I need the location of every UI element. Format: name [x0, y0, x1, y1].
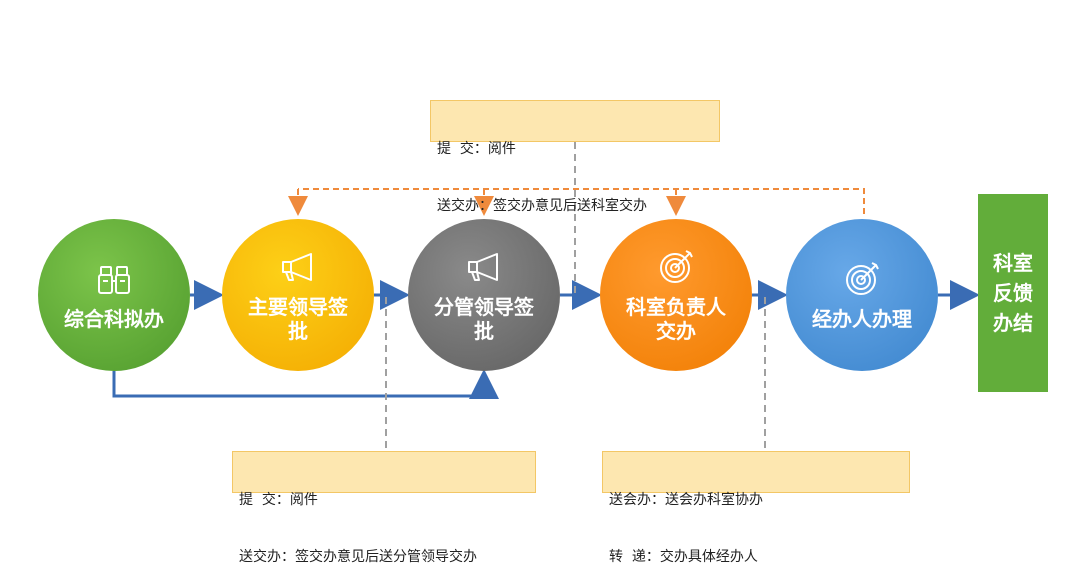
final-step-label: 科室反馈办结: [993, 251, 1033, 335]
binoculars-icon: [98, 266, 130, 294]
node-fenguan-lingdao-qianpi: 分管领导签批: [408, 219, 560, 371]
target-icon: [846, 262, 879, 295]
node-label: 综合科拟办: [64, 307, 164, 331]
note-top-line1: 提 交：阅件: [437, 141, 516, 157]
note-left-line1: 提 交：阅件: [239, 492, 318, 508]
node-zonghe-ke-niban: 综合科拟办: [38, 219, 190, 371]
target-icon: [660, 250, 693, 283]
node-keshi-fuzeren-jiaoban: 科室负责人交办: [600, 219, 752, 371]
note-top: 提 交：阅件 送交办：签交办意见后送科室交办: [430, 100, 720, 214]
node-label: 分管领导签批: [434, 295, 534, 343]
note-right-line2: 转 递：交办具体经办人: [609, 549, 758, 565]
note-left-line2: 送交办：签交办意见后送分管领导交办: [239, 549, 477, 565]
note-left: 提 交：阅件 送交办：签交办意见后送分管领导交办: [232, 451, 536, 565]
note-right: 送会办：送会办科室协办 转 递：交办具体经办人: [602, 451, 910, 565]
megaphone-icon: [282, 253, 312, 281]
node-label: 经办人办理: [812, 307, 912, 331]
node-jingbanren-banli: 经办人办理: [786, 219, 938, 371]
note-right-line1: 送会办：送会办科室协办: [609, 492, 763, 508]
node-label: 主要领导签批: [248, 295, 348, 343]
feedback-line: [298, 188, 865, 214]
node-zhuyao-lingdao-qianpi: 主要领导签批: [222, 219, 374, 371]
node-label: 科室负责人交办: [626, 295, 726, 343]
connector-lines: [112, 142, 980, 451]
bypass-arrow-1-3: [112, 369, 499, 399]
note-top-line2: 送交办：签交办意见后送科室交办: [437, 198, 647, 214]
megaphone-icon: [468, 253, 498, 281]
final-step-box: 科室反馈办结: [978, 194, 1048, 392]
